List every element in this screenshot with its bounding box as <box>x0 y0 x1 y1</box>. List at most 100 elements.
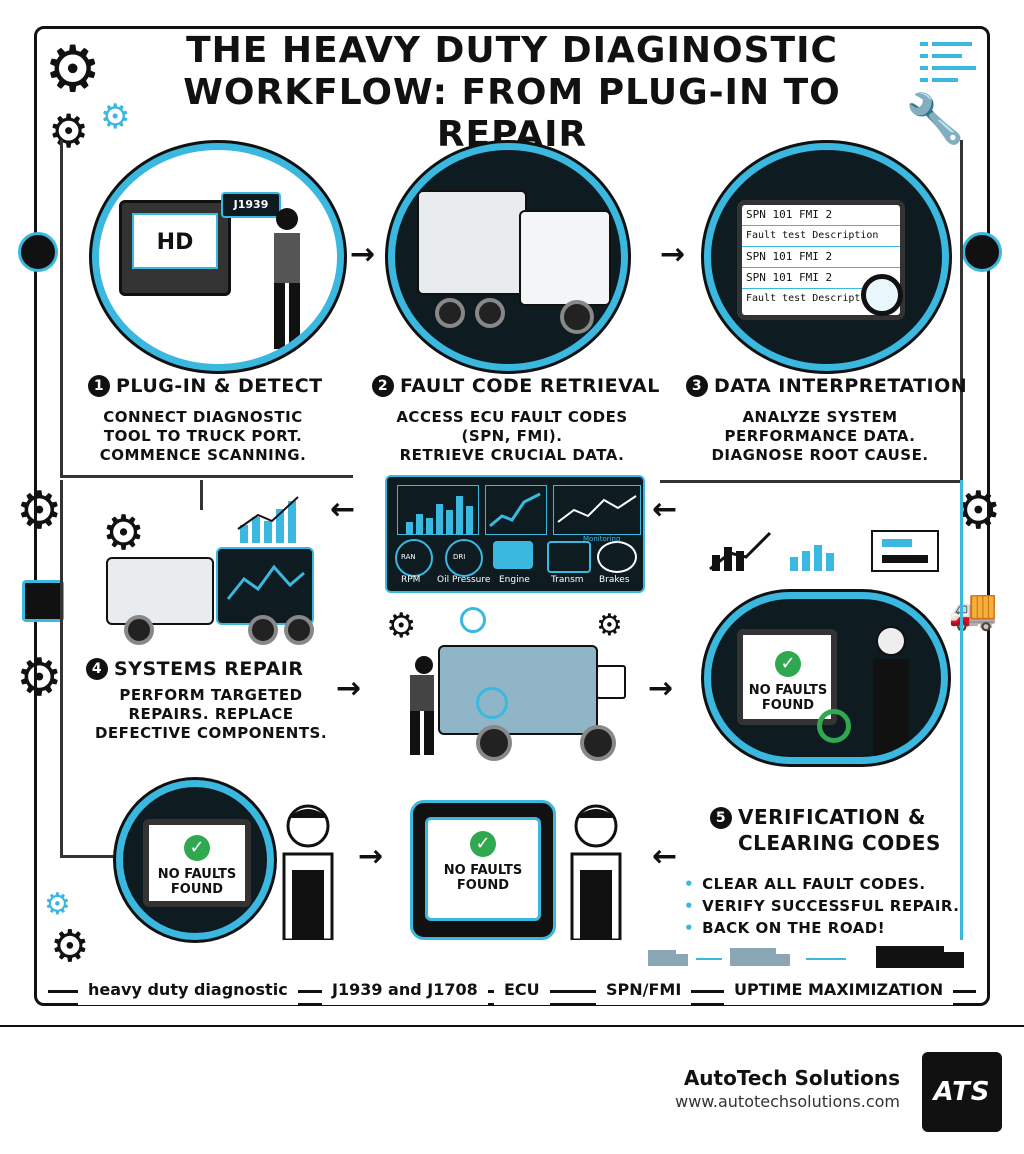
trucks-road-decoration <box>646 944 970 974</box>
gear-icon: ⚙ <box>44 887 71 922</box>
arrow-right: → <box>648 671 674 706</box>
gear-icon: ⚙ <box>100 97 131 137</box>
truck-cab-engine <box>438 645 598 735</box>
arrow-right: → <box>336 671 362 706</box>
step3-line: DIAGNOSE ROOT CAUSE. <box>711 446 929 464</box>
gear-icon: ⚙ <box>44 33 102 107</box>
step1-number: 1 <box>88 375 110 397</box>
chart-bar <box>416 514 423 534</box>
arrow-left: ← <box>330 492 356 527</box>
page-title: THE HEAVY DUTY DIAGINOSTIC WORKFLOW: FRO… <box>120 30 904 156</box>
transmission-icon <box>547 541 591 573</box>
checkmark-icon: ✓ <box>775 651 801 677</box>
step2-illustration <box>388 143 628 371</box>
tag-spn-fmi: SPN/FMI <box>596 975 692 1005</box>
step4-line: REPAIRS. REPLACE <box>128 705 294 723</box>
tag-uptime-maximization: UPTIME MAXIMIZATION <box>724 975 954 1005</box>
gauge-top-label: DRI <box>453 553 466 561</box>
step2-line: (SPN, FMI). <box>461 427 563 445</box>
flow-line <box>200 480 203 510</box>
truck-wheel <box>475 298 505 328</box>
arrow-right: → <box>358 839 384 874</box>
step3-heading: 3 DATA INTERPRETATION <box>686 375 967 397</box>
step1-description: CONNECT DIAGNOSTIC TOOL TO TRUCK PORT. C… <box>88 408 318 465</box>
arrow-left: ← <box>652 492 678 527</box>
title-line-2: WORKFLOW: FROM PLUG-IN TO REPAIR <box>183 72 841 155</box>
step3-line: ANALYZE SYSTEM <box>742 408 898 426</box>
gear-icon: ⚙ <box>596 608 623 643</box>
arrow-left: ← <box>652 839 678 874</box>
step3-line: PERFORMANCE DATA. <box>724 427 916 445</box>
protocol-chip: J1939 <box>221 192 281 218</box>
arrow-right: → <box>350 237 376 272</box>
fault-code-row: SPN 101 FMI 2 <box>742 247 900 268</box>
tag-ecu: ECU <box>494 975 550 1005</box>
engine-icon <box>493 541 533 569</box>
part-icon <box>596 665 626 699</box>
mechanic-figure <box>400 655 442 755</box>
step2-line: ACCESS ECU FAULT CODES <box>396 408 628 426</box>
truck-wheel <box>435 298 465 328</box>
fault-description: Fault test Descript <box>746 293 861 304</box>
laptop-screen-text: HD <box>132 213 218 269</box>
brand-logo: ATS <box>922 1052 1002 1132</box>
brand-url[interactable]: www.autotechsolutions.com <box>675 1092 900 1111</box>
technician-figure <box>552 800 642 942</box>
step1-illustration: HD J1939 <box>92 143 344 371</box>
chart-bar <box>446 510 453 534</box>
step1-line: CONNECT DIAGNOSTIC <box>103 408 303 426</box>
fault-description: Fault test Description <box>742 226 900 247</box>
no-faults-message: ✓ NO FAULTS FOUND <box>431 831 535 893</box>
step3-heading-text: DATA INTERPRETATION <box>714 375 968 397</box>
gauge-label-brakes: Brakes <box>599 575 630 585</box>
printer-icon <box>18 232 58 272</box>
no-faults-message: ✓ NO FAULTS FOUND <box>743 651 833 713</box>
chart-bar <box>426 518 433 534</box>
step4-line: PERFORM TARGETED <box>119 686 303 704</box>
no-faults-line: NO FAULTS <box>443 863 523 878</box>
truck-wheel <box>580 725 616 761</box>
step5-bullet: VERIFY SUCCESSFUL REPAIR. <box>684 895 959 917</box>
flow-line <box>60 140 353 478</box>
line-chart-panel <box>553 485 641 535</box>
step5-number: 5 <box>710 807 732 829</box>
no-faults-line: NO FAULTS <box>157 867 237 882</box>
truck-cab <box>106 557 214 625</box>
checkmark-icon: ✓ <box>184 835 210 861</box>
no-faults-scene-1: ✓ NO FAULTS FOUND <box>116 780 274 940</box>
chart-bar <box>466 506 473 534</box>
laptop: HD <box>119 200 231 296</box>
step5-heading-line: VERIFICATION & <box>738 805 926 829</box>
step5-bullet: CLEAR ALL FAULT CODES. <box>684 873 959 895</box>
diagnostic-dashboard: RAN DRI RPM Oil Pressure Engine Transm B… <box>385 475 645 593</box>
flow-line <box>660 140 963 483</box>
step5-bullet: BACK ON THE ROAD! <box>684 917 959 939</box>
gauge-icon <box>445 539 483 577</box>
growth-chart-icon <box>236 495 308 543</box>
gear-icon: ⚙ <box>102 505 146 561</box>
step4-description: PERFORM TARGETED REPAIRS. REPLACE DEFECT… <box>86 686 336 743</box>
toolbox-icon <box>22 580 64 622</box>
step3-number: 3 <box>686 375 708 397</box>
chart-bar <box>436 504 443 534</box>
no-faults-tablet <box>143 819 251 907</box>
brake-icon <box>597 541 637 573</box>
diagnostic-point-icon <box>476 687 508 719</box>
repair-scene: ⚙ ⚙ <box>380 605 650 765</box>
step2-description: ACCESS ECU FAULT CODES (SPN, FMI). RETRI… <box>382 408 642 465</box>
truck-wheel <box>560 300 594 334</box>
step1-line: COMMENCE SCANNING. <box>99 446 307 464</box>
component-icon <box>460 607 486 633</box>
step5-bullets: CLEAR ALL FAULT CODES. VERIFY SUCCESSFUL… <box>684 873 959 939</box>
step3-illustration: SPN 101 FMI 2 Fault test Description SPN… <box>704 143 949 371</box>
chart-icon <box>962 232 1002 272</box>
step3-description: ANALYZE SYSTEM PERFORMANCE DATA. DIAGNOS… <box>690 408 950 465</box>
technician-figure <box>861 623 921 757</box>
step2-line: RETRIEVE CRUCIAL DATA. <box>399 446 625 464</box>
no-faults-message: ✓ NO FAULTS FOUND <box>149 835 245 897</box>
trend-chart-panel <box>485 485 547 535</box>
